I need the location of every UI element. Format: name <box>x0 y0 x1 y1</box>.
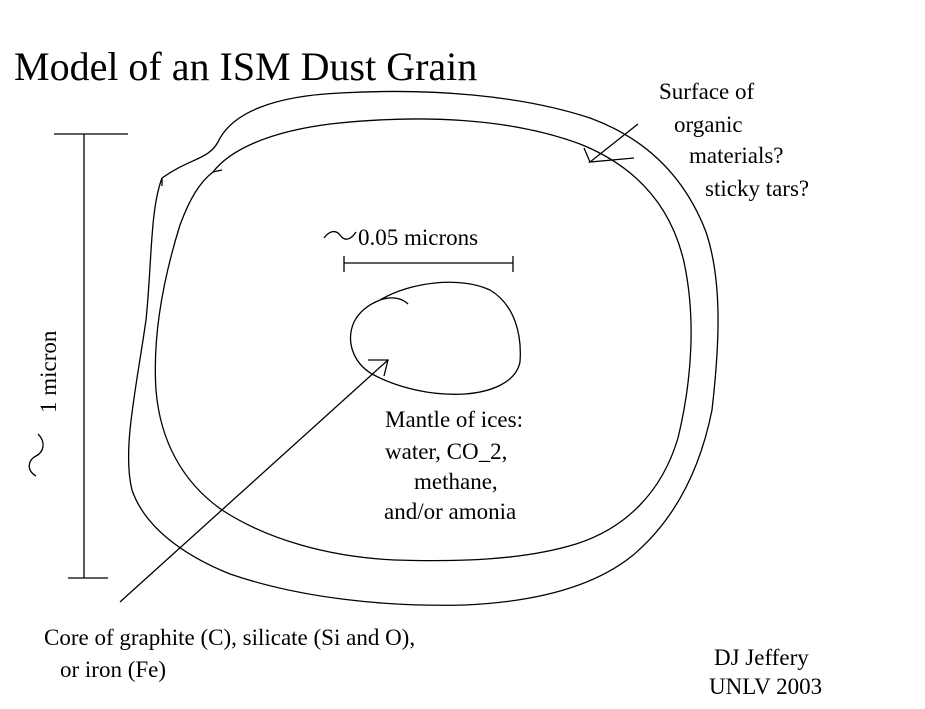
mantle-label-line: and/or amonia <box>384 499 516 524</box>
core-outline <box>350 281 521 395</box>
surface-label-line: materials? <box>689 143 784 168</box>
surface-label-line: sticky tars? <box>705 176 809 201</box>
mantle-label: Mantle of ices: water, CO_2, methane, an… <box>384 407 529 524</box>
ice-mantle-outline <box>154 118 692 562</box>
core-label: Core of graphite (C), silicate (Si and O… <box>44 625 421 682</box>
mantle-label-line: water, CO_2, <box>385 439 507 464</box>
diagram-title: Model of an ISM Dust Grain <box>14 44 477 89</box>
ice-mantle-tick <box>212 169 223 173</box>
core-label-line: or iron (Fe) <box>60 657 166 682</box>
core-scale-tilde <box>323 230 357 240</box>
organic-surface-outline <box>127 90 719 606</box>
core-label-line: Core of graphite (C), silicate (Si and O… <box>44 625 415 650</box>
mantle-label-line: methane, <box>414 469 498 494</box>
core-pointer-arrow <box>119 359 389 603</box>
core-outline-tail <box>379 297 409 305</box>
surface-label-line: organic <box>674 112 743 137</box>
grain-scale-label: 1 micron <box>36 330 61 413</box>
core-scale-label: 0.05 microns <box>358 225 478 250</box>
surface-label-line: Surface of <box>659 79 754 104</box>
surface-label: Surface of organic materials? sticky tar… <box>659 79 809 201</box>
mantle-label-line: Mantle of ices: <box>385 407 523 432</box>
grain-scale-tilde <box>28 433 44 477</box>
credit-author: DJ Jeffery <box>714 645 809 670</box>
surface-pointer-arrow <box>583 123 639 163</box>
credit: DJ Jeffery UNLV 2003 <box>709 645 822 699</box>
credit-affiliation: UNLV 2003 <box>709 674 822 699</box>
